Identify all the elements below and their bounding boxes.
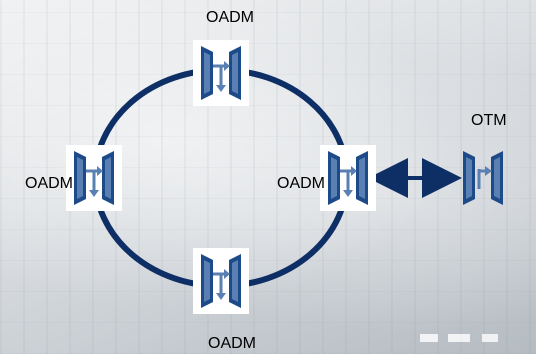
oadm-node-top[interactable] — [193, 40, 249, 106]
oadm-node-right[interactable] — [320, 145, 376, 211]
oadm-device-icon — [201, 254, 241, 308]
label-oadm-top: OADM — [206, 9, 254, 26]
otm-device-icon — [463, 151, 503, 205]
oadm-node-bottom[interactable] — [193, 248, 249, 314]
label-oadm-bottom: OADM — [208, 335, 256, 352]
otm-node[interactable] — [455, 145, 511, 211]
label-otm: OTM — [471, 112, 507, 129]
bg-light-stripe — [482, 334, 498, 342]
oadm-device-icon — [74, 151, 114, 205]
label-oadm-right: OADM — [277, 175, 325, 192]
oadm-device-icon — [201, 46, 241, 100]
bg-light-stripe — [420, 334, 438, 342]
label-oadm-left: OADM — [25, 175, 73, 192]
oadm-node-left[interactable] — [66, 145, 122, 211]
oadm-device-icon — [328, 151, 368, 205]
bg-light-stripe — [448, 334, 470, 342]
